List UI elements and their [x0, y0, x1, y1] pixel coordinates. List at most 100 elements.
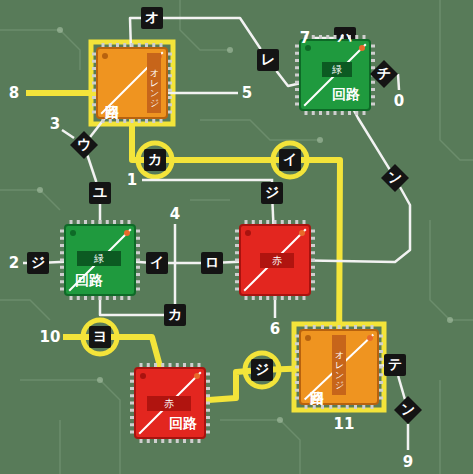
via — [37, 187, 43, 193]
chip-body — [300, 40, 370, 110]
highlight-square — [294, 324, 384, 410]
board-vias — [37, 27, 453, 423]
tile-letter: レ — [257, 49, 279, 71]
letter-tile: カ — [144, 149, 166, 171]
tile-letter: カ — [144, 149, 166, 171]
wire — [130, 18, 141, 48]
chip-dot — [194, 373, 200, 379]
letter-tile: ウ — [70, 131, 98, 159]
board-trace — [0, 30, 80, 70]
tile-square — [89, 326, 111, 348]
tile-square — [201, 252, 223, 274]
board-trace — [0, 300, 50, 320]
callout-number: 0 — [394, 92, 404, 110]
wire — [100, 295, 164, 315]
board-trace — [440, 0, 473, 160]
letter-tile: チ — [370, 60, 398, 88]
wire — [88, 156, 97, 183]
tile-letter: ン — [394, 396, 422, 424]
tile-letter: ウ — [70, 131, 98, 159]
tile-square — [384, 354, 406, 376]
board-trace — [190, 199, 230, 201]
wire — [168, 262, 201, 265]
letter-tile: イ — [146, 252, 168, 274]
letter-tile: ジ — [251, 359, 273, 381]
chip-dot — [245, 230, 251, 236]
highlighted-wire — [205, 371, 251, 401]
tile-letter: オ — [141, 7, 163, 29]
highlight-square — [91, 42, 173, 124]
callout-number: 8 — [9, 84, 19, 102]
board-trace — [180, 0, 230, 50]
highlighted-wire — [111, 337, 160, 368]
callout-number: 3 — [50, 115, 60, 133]
wire — [99, 204, 102, 225]
leader-wire — [167, 92, 238, 95]
tile-diamond — [70, 131, 98, 159]
letter-tile: テ — [384, 354, 406, 376]
leader-wire — [314, 37, 334, 40]
board-trace — [200, 120, 320, 140]
chip-line — [304, 44, 366, 106]
tile-letter: ハ — [334, 27, 356, 49]
callout-number: 1 — [127, 171, 137, 189]
chip-line — [69, 229, 131, 291]
circuit-chip: 緑回路 — [300, 40, 370, 110]
chip-label: オレンジ — [147, 53, 161, 113]
chip-label: 緑 — [77, 251, 121, 266]
tile-letter: カ — [164, 304, 186, 326]
wire — [398, 376, 405, 399]
circuit-chip: 緑回路 — [65, 225, 135, 295]
tile-square — [164, 304, 186, 326]
chip-label: 赤 — [147, 396, 191, 411]
tile-diamond — [370, 60, 398, 88]
callout-number: 4 — [170, 205, 180, 223]
letter-tile: ン — [394, 396, 422, 424]
chip-dot — [102, 53, 108, 59]
chip-line — [101, 52, 163, 114]
chip-line — [139, 372, 201, 434]
circuit-chip: 赤 — [240, 225, 310, 295]
tile-square — [251, 359, 273, 381]
highlight-leader-wires — [26, 93, 97, 337]
letter-tile: オ — [141, 7, 163, 29]
chip-label: 緑 — [322, 62, 352, 77]
leader-wire — [142, 180, 272, 182]
chip-dot — [140, 373, 146, 379]
tile-square — [146, 252, 168, 274]
letter-tile: ハ — [334, 27, 356, 49]
chip-body — [97, 48, 167, 118]
callout-number: 6 — [270, 320, 280, 338]
chip-dot — [124, 230, 130, 236]
chip-dot — [367, 335, 373, 341]
tile-letter: イ — [279, 149, 301, 171]
chip-line — [305, 334, 374, 399]
wire — [90, 118, 105, 137]
highlighted-wire — [132, 118, 144, 160]
chip-label: 赤 — [260, 253, 294, 268]
letter-tile: ヨ — [89, 326, 111, 348]
chip-dot — [305, 335, 311, 341]
chip-line — [244, 229, 306, 291]
chip-label: 回路 — [308, 362, 326, 398]
via — [97, 377, 103, 383]
board-trace — [439, 380, 441, 474]
letter-tile: レ — [257, 49, 279, 71]
chip-label: 回路 — [328, 86, 364, 104]
chip-label: オレンジ — [332, 335, 346, 395]
letter-tile: イ — [279, 149, 301, 171]
chip-dot — [299, 230, 305, 236]
tile-letter: ジ — [261, 182, 283, 204]
board-trace — [59, 420, 61, 474]
leader-wire — [398, 74, 399, 90]
chip-body — [240, 225, 310, 295]
callout-number: 2 — [9, 254, 19, 272]
leader-wires — [23, 38, 408, 450]
tile-letter: ヨ — [89, 326, 111, 348]
chip-label: 回路 — [165, 415, 201, 433]
